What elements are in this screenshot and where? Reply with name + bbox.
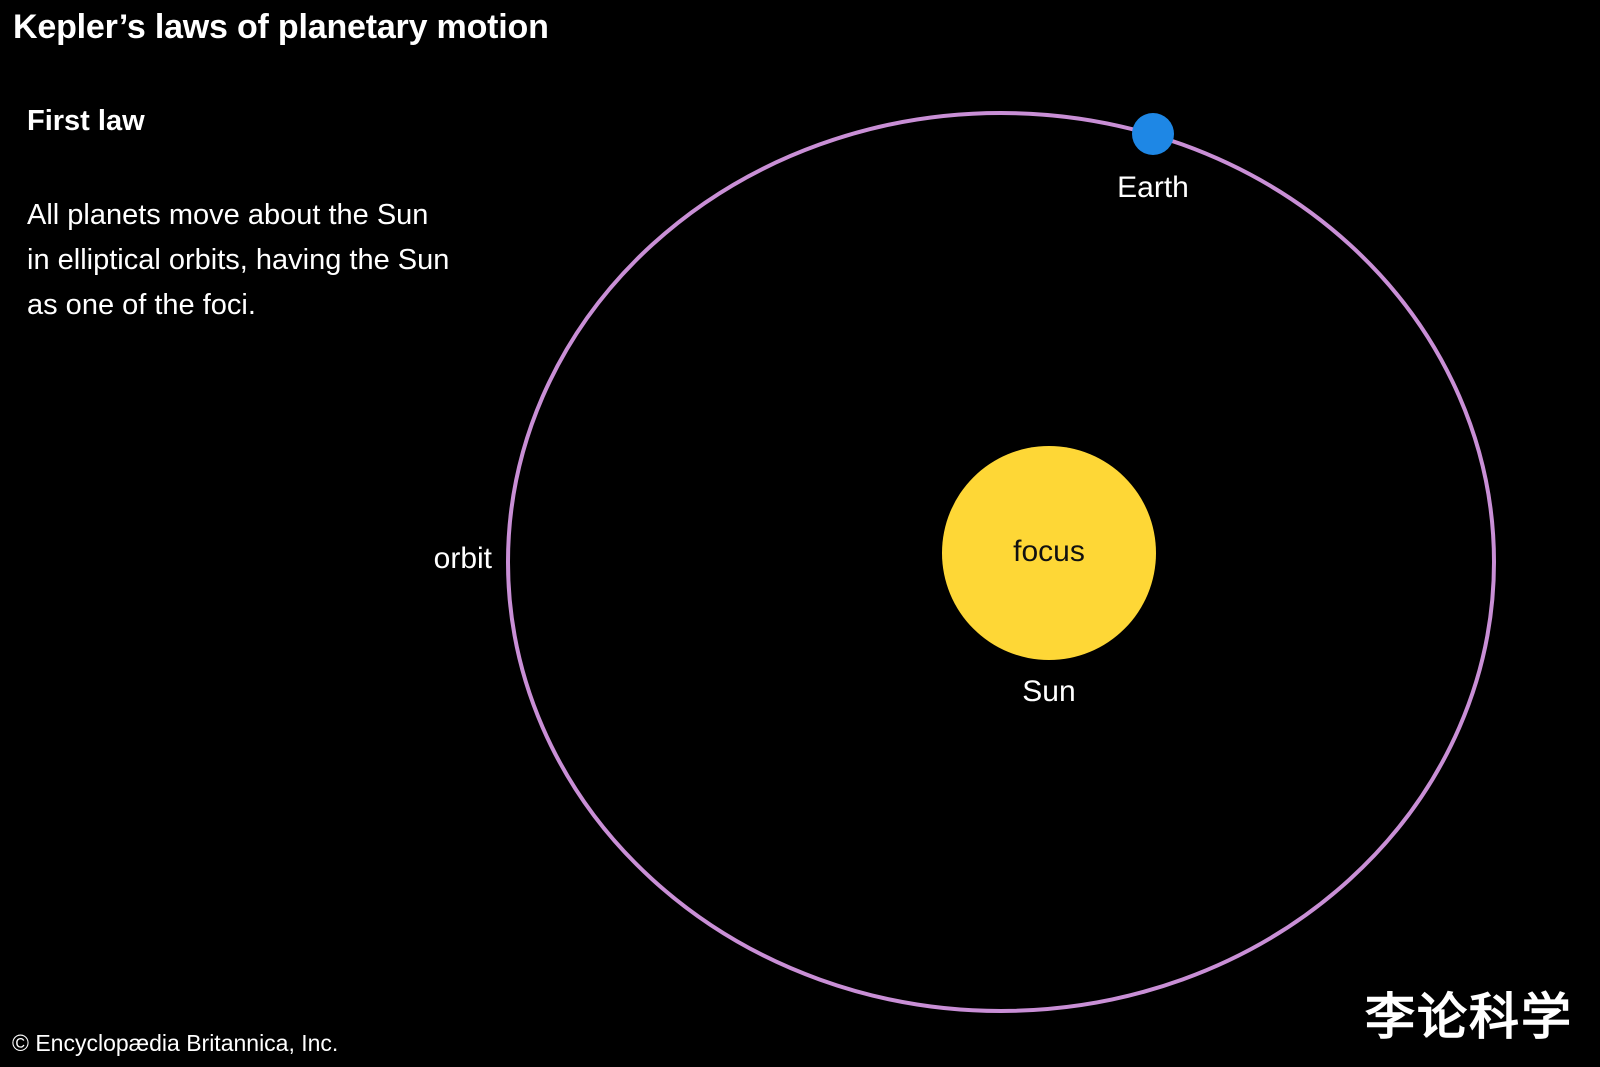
page-title: Kepler’s laws of planetary motion — [13, 8, 549, 46]
law-description: All planets move about the Sun in ellipt… — [27, 193, 449, 328]
sun-label: Sun — [1022, 675, 1075, 708]
watermark: 李论科学 — [1365, 989, 1573, 1045]
focus-label: focus — [1013, 535, 1085, 568]
orbit-label: orbit — [434, 542, 493, 575]
law-description-line: in elliptical orbits, having the Sun — [27, 244, 450, 276]
orbit-ellipse — [506, 111, 1496, 1013]
law-description-line: as one of the foci. — [27, 289, 256, 321]
copyright-notice: © Encyclopædia Britannica, Inc. — [12, 1030, 339, 1056]
earth-label: Earth — [1117, 171, 1189, 204]
law-heading: First law — [27, 105, 145, 137]
law-description-line: All planets move about the Sun — [27, 199, 429, 231]
sun-star-icon — [942, 446, 1156, 660]
earth-planet-icon — [1132, 113, 1174, 155]
